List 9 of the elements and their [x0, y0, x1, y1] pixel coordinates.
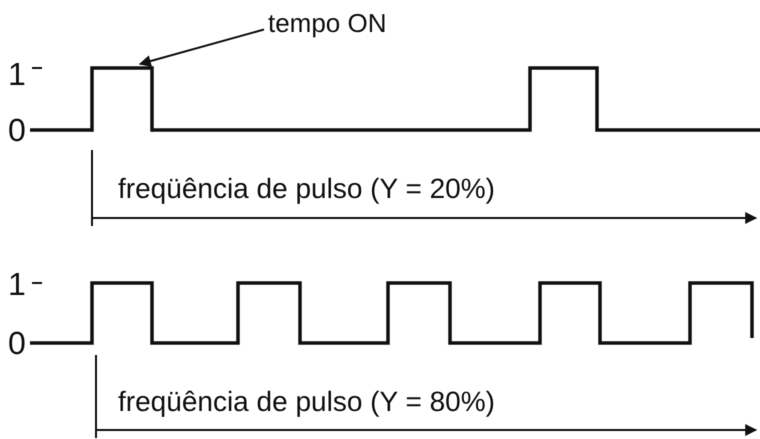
leader-line [138, 28, 264, 67]
pulse-drawing [90, 66, 154, 132]
callout-text: tempo ON [268, 10, 386, 36]
level-label: 0 [8, 114, 26, 146]
level-label: 0 [8, 327, 26, 359]
axis-label: freqüência de pulso (Y = 80%) [118, 388, 495, 416]
axis-label: freqüência de pulso (Y = 20%) [118, 175, 495, 203]
level-label: 1 [8, 58, 26, 90]
level-label: 1 [8, 268, 26, 300]
